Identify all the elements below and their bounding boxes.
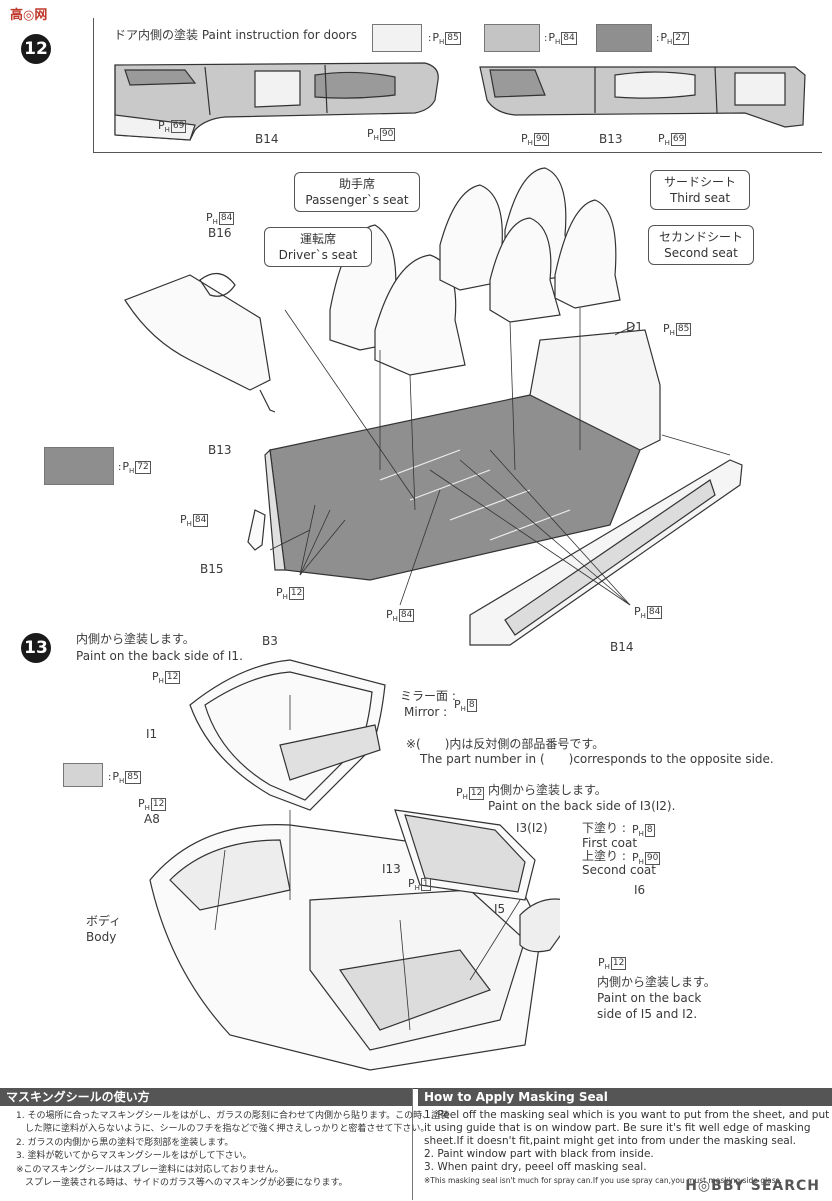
paint-back-i1-en: Paint on the back side of I1. <box>76 649 243 663</box>
interior-assembly-drawing <box>124 167 743 646</box>
paint-back-i1-jp: 内側から塗装します。 <box>76 632 195 646</box>
driver-seat-callout: 運転席 Driver`s seat <box>264 227 372 268</box>
masking-en-line-2: it using guide that is on window part. B… <box>424 1122 811 1134</box>
hobby-search-watermark: H◎BBY SEARCH <box>685 1178 820 1194</box>
second-seat-jp: セカンドシート <box>658 230 743 244</box>
masking-jp-line-4: 3. 塗料が乾いてからマスキングシールをはがして下さい。 <box>16 1151 252 1161</box>
third-seat-callout: サードシート Third seat <box>650 170 750 211</box>
i13-label: I13 <box>382 862 401 876</box>
door-left-part-label: B14 <box>255 132 279 146</box>
step-13-number: 13 <box>21 633 51 663</box>
door-paint-title: ドア内側の塗装 Paint instruction for doors <box>114 28 357 42</box>
paint-back-i3-jp: 内側から塗装します。 <box>488 783 607 797</box>
paint-back-i5-en-1: Paint on the back <box>597 991 702 1005</box>
third-seat-en: Third seat <box>669 191 731 206</box>
door-swatch-dark <box>596 24 652 52</box>
d1-label: D1 <box>626 320 643 334</box>
paint-back-i3-en: Paint on the back side of I3(I2). <box>488 799 676 813</box>
masking-en-line-6: ※This masking seal isn't much for spray … <box>424 1176 782 1185</box>
windshield-body-drawing <box>149 659 560 1071</box>
opposite-side-note-en: The part number in ( )corresponds to the… <box>420 752 774 766</box>
body-label-en: Body <box>86 930 117 944</box>
b15-label: B15 <box>200 562 224 576</box>
masking-title-en: How to Apply Masking Seal <box>418 1088 832 1106</box>
passenger-seat-jp: 助手席 <box>338 177 375 191</box>
driver-seat-jp: 運転席 <box>299 232 336 246</box>
third-seat-jp: サードシート <box>663 175 736 189</box>
door-paint-panel <box>93 18 822 153</box>
masking-en-line-1: 1. Peel off the masking seal which is yo… <box>424 1109 830 1121</box>
floor-legend-swatch <box>44 447 114 485</box>
driver-seat-en: Driver`s seat <box>278 248 358 263</box>
body-label-jp: ボディ <box>86 914 122 928</box>
paint-back-i5-jp: 内側から塗装します。 <box>597 975 716 989</box>
second-seat-en: Second seat <box>664 246 738 261</box>
door-swatch-mid <box>484 24 540 52</box>
first-coat-en: First coat <box>582 836 638 850</box>
door-swatch-light <box>372 24 422 52</box>
second-seat-callout: セカンドシート Second seat <box>648 225 754 266</box>
site-logo: 高◎网 <box>10 8 48 23</box>
b13-label: B13 <box>208 443 232 457</box>
i3-label: I3(I2) <box>516 821 548 835</box>
mirror-jp: ミラー面 : <box>400 689 456 703</box>
door-right-part-label: B13 <box>599 132 623 146</box>
b14-label: B14 <box>610 640 634 654</box>
i1-label: I1 <box>146 727 158 741</box>
masking-jp-line-5: ※このマスキングシールはスプレー塗料には対応しておりません。 <box>16 1165 284 1175</box>
i5-label: I5 <box>494 902 506 916</box>
step-12-number: 12 <box>21 34 51 64</box>
paint-back-i5-en-2: side of I5 and I2. <box>597 1007 698 1021</box>
masking-title-jp: マスキングシールの使い方 <box>0 1088 412 1106</box>
masking-jp-line-2: した際に塗料が入らないように、シールのフチを指などで強く押さえしっかりと密着させ… <box>16 1124 430 1134</box>
i6-label: I6 <box>634 883 646 897</box>
masking-seal-section <box>0 1088 832 1201</box>
opposite-side-note-jp: ※( )内は反対側の部品番号です。 <box>406 737 605 751</box>
masking-en-line-4: 2. Paint window part with black from ins… <box>424 1148 654 1160</box>
passenger-seat-en: Passenger`s seat <box>305 193 409 208</box>
b3-label: B3 <box>262 634 278 648</box>
masking-jp-line-3: 2. ガラスの内側から黒の塗料で彫刻部を塗装します。 <box>16 1138 234 1148</box>
door-right-b13 <box>479 66 806 128</box>
door-drawings <box>114 62 806 141</box>
first-coat-jp: 下塗り : <box>582 821 626 835</box>
second-coat-en: Second coat <box>582 863 656 877</box>
masking-jp-line-6: スプレー塗装される時は、サイドのガラス等へのマスキングが必要になります。 <box>16 1178 348 1188</box>
door-left-b14 <box>114 62 439 141</box>
passenger-seat-callout: 助手席 Passenger`s seat <box>294 172 420 213</box>
masking-jp-line-1: 1. その場所に合ったマスキングシールをはがし、ガラスの彫刻に合わせて内側から貼… <box>16 1111 450 1121</box>
masking-en-line-5: 3. When paint dry, peeel off masking sea… <box>424 1161 647 1173</box>
b16-label: B16 <box>208 226 232 240</box>
masking-en-line-3: sheet.If it doesn't fit,paint might get … <box>424 1135 797 1147</box>
glass-legend-swatch <box>63 763 103 787</box>
second-coat-jp: 上塗り : <box>582 849 626 863</box>
a8-label: A8 <box>144 812 160 826</box>
masking-divider <box>412 1088 413 1200</box>
mirror-en: Mirror : <box>404 705 448 719</box>
